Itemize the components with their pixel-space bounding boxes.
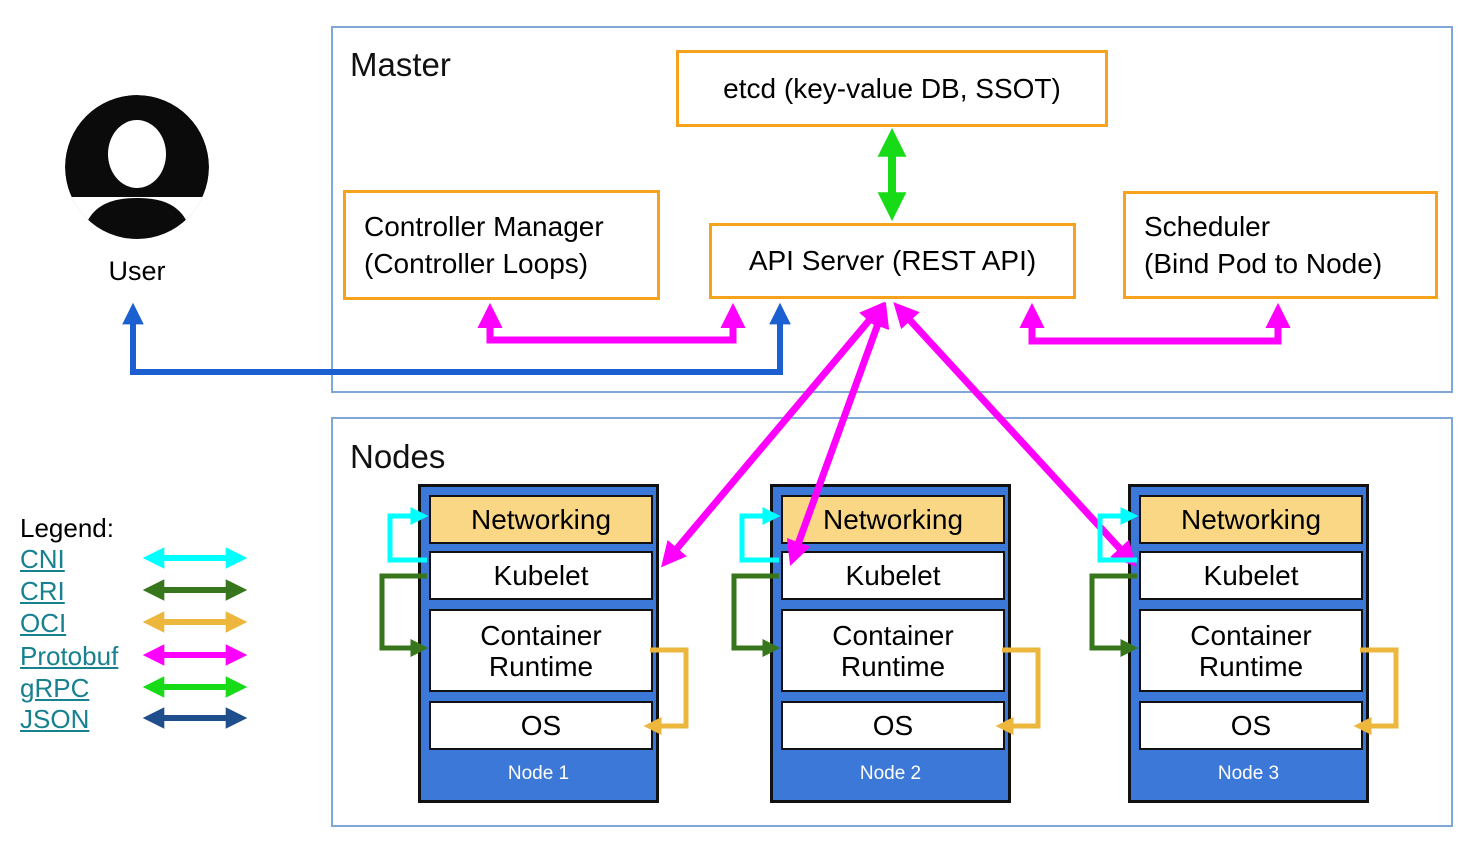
legend-link-cri[interactable]: CRI [20, 576, 65, 606]
node-2-kubelet-box: Kubelet [781, 551, 1005, 600]
api-server-label: API Server (REST API) [748, 245, 1037, 276]
legend-link-protobuf[interactable]: Protobuf [20, 641, 119, 671]
node-1-container-runtime-box: Container Runtime [429, 609, 653, 692]
nodes-container-box [331, 417, 1453, 827]
master-container-box [331, 26, 1453, 393]
node-2-box: Networking Kubelet Container Runtime OS … [770, 484, 1011, 803]
node-3-label: Node 3 [1217, 763, 1280, 784]
scheduler-label-line1: Scheduler [1144, 211, 1271, 242]
user-label: User [108, 256, 166, 286]
controller-manager-box: Controller Manager (Controller Loops) [343, 190, 660, 300]
node-1-kubelet-box: Kubelet [429, 551, 653, 600]
node-2-networking-box: Networking [781, 495, 1005, 544]
node-2-os-box: OS [781, 701, 1005, 750]
legend-link-grpc[interactable]: gRPC [20, 673, 90, 703]
node-2-label: Node 2 [859, 763, 922, 784]
legend-link-json[interactable]: JSON [20, 704, 90, 734]
legend-link-cni[interactable]: CNI [20, 544, 65, 574]
nodes-title: Nodes [350, 438, 446, 475]
scheduler-box: Scheduler (Bind Pod to Node) [1123, 191, 1438, 299]
controller-manager-label-line2: (Controller Loops) [364, 248, 589, 279]
master-title: Master [350, 46, 451, 83]
node-1-label: Node 1 [507, 763, 570, 784]
node-3-container-runtime-box: Container Runtime [1139, 609, 1363, 692]
node-3-kubelet-box: Kubelet [1139, 551, 1363, 600]
legend-title: Legend: [20, 513, 114, 543]
node-3-networking-box: Networking [1139, 495, 1363, 544]
legend-link-oci[interactable]: OCI [20, 608, 67, 638]
etcd-label: etcd (key-value DB, SSOT) [723, 72, 1061, 104]
node-1-os-box: OS [429, 701, 653, 750]
user-avatar-icon [65, 95, 209, 239]
node-1-box: Networking Kubelet Container Runtime OS … [418, 484, 659, 803]
node-1-networking-box: Networking [429, 495, 653, 544]
node-2-container-runtime-box: Container Runtime [781, 609, 1005, 692]
controller-manager-label-line1: Controller Manager [364, 211, 604, 242]
etcd-box: etcd (key-value DB, SSOT) [676, 50, 1108, 127]
scheduler-label-line2: (Bind Pod to Node) [1144, 248, 1383, 279]
api-server-box: API Server (REST API) [709, 223, 1076, 299]
node-3-box: Networking Kubelet Container Runtime OS … [1128, 484, 1369, 803]
node-3-os-box: OS [1139, 701, 1363, 750]
